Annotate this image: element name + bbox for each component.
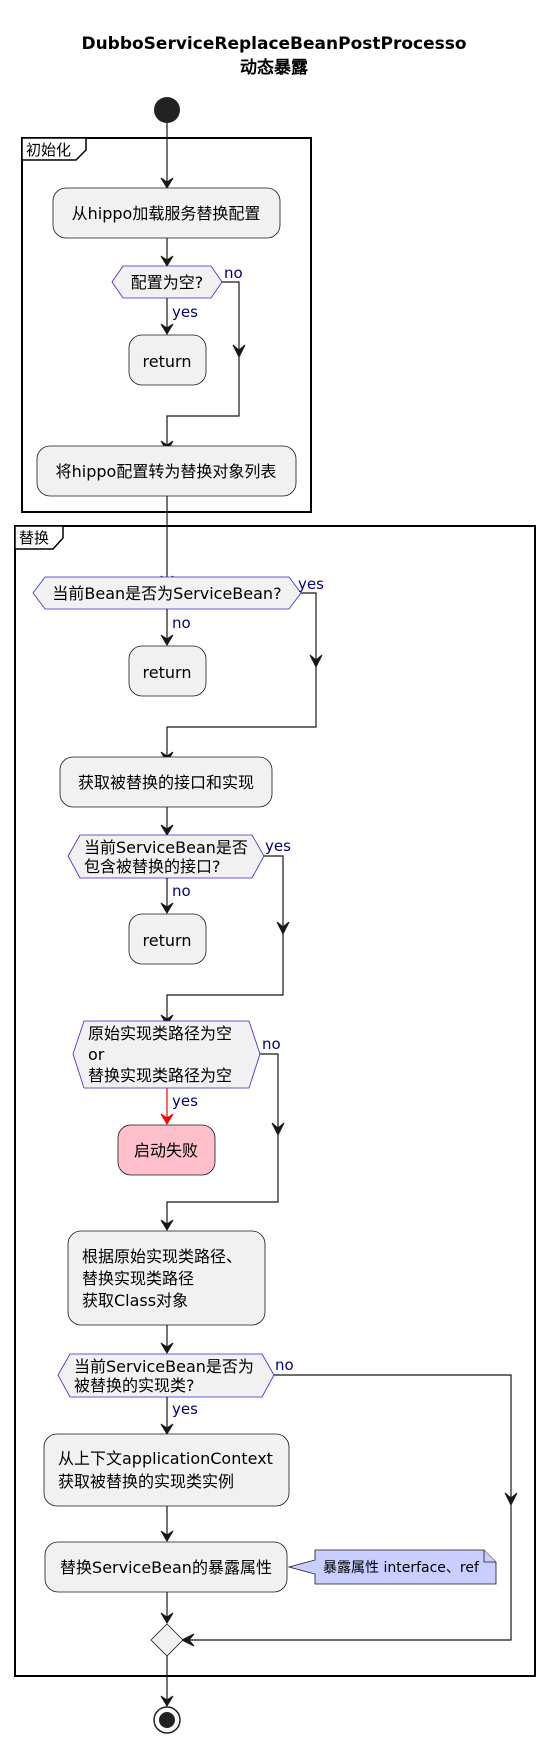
- activity-get-class-line3: 获取Class对象: [82, 1291, 188, 1310]
- decision-is-replaced-impl-line2: 被替换的实现类?: [74, 1376, 195, 1395]
- branch-label-no: no: [262, 1035, 281, 1053]
- activity-get-class-line1: 根据原始实现类路径、: [82, 1247, 242, 1266]
- branch-label-yes: yes: [265, 837, 291, 855]
- activity-return-3: [128, 913, 207, 965]
- branch-label-no: no: [224, 264, 243, 282]
- note-text: 暴露属性 interface、ref: [323, 1560, 480, 1576]
- branch-label-yes: yes: [172, 303, 198, 321]
- branch-label-no: no: [172, 882, 191, 900]
- activity-replace-attr-text: 替换ServiceBean的暴露属性: [60, 1558, 272, 1577]
- partition-init-label: 初始化: [26, 141, 71, 159]
- arrow-head: [160, 1219, 174, 1231]
- decision-contains-interface: [67, 834, 265, 879]
- arrow-head-fail: [160, 1113, 174, 1125]
- flow-line: [183, 1505, 512, 1641]
- activity-return-3-text: return: [143, 931, 192, 950]
- activity-return-1-text: return: [143, 352, 192, 371]
- activity-convert-config-text: 将hippo配置转为替换对象列表: [56, 462, 277, 481]
- arrow-head: [232, 344, 246, 359]
- branch-label-no: no: [172, 614, 191, 632]
- decision-config-empty: [111, 265, 223, 299]
- flow-line: [222, 281, 240, 352]
- flow-line: [166, 934, 284, 1020]
- partition-replace-frame: [14, 525, 536, 1677]
- arrow-head: [160, 1612, 174, 1624]
- activity-get-instance: [43, 1433, 290, 1507]
- activity-start-fail-text: 启动失败: [134, 1141, 198, 1160]
- arrow-head: [160, 902, 174, 914]
- decision-contains-interface-line2: 包含被替换的接口?: [84, 857, 221, 876]
- activity-start-fail: [117, 1124, 216, 1176]
- decision-is-replaced-impl-line1: 当前ServiceBean是否为: [74, 1357, 254, 1376]
- decision-is-service-bean-text: 当前Bean是否为ServiceBean?: [52, 584, 281, 603]
- activity-get-interface-impl-text: 获取被替换的接口和实现: [78, 773, 254, 792]
- activity-return-2: [128, 645, 207, 697]
- activity-replace-attr: [44, 1541, 288, 1593]
- activity-get-interface-impl: [59, 756, 273, 808]
- activity-load-config-text: 从hippo加载服务替换配置: [72, 204, 261, 223]
- activity-get-class-line2: 替换实现类路径: [82, 1269, 194, 1288]
- arrow-head: [160, 1530, 174, 1542]
- branch-label-yes: yes: [172, 1092, 198, 1110]
- diagram-title: DubboServiceReplaceBeanPostProcesso: [81, 34, 466, 54]
- arrow-head: [276, 921, 290, 936]
- decision-is-service-bean: [32, 576, 302, 610]
- activity-get-instance-line1: 从上下文applicationContext: [58, 1449, 273, 1468]
- flow-line: [166, 1135, 279, 1226]
- arrow-head: [160, 1423, 174, 1435]
- decision-contains-interface-line1: 当前ServiceBean是否: [84, 838, 248, 857]
- arrow-head: [309, 654, 323, 669]
- arrow-head: [160, 255, 174, 267]
- note-fold: [483, 1550, 496, 1563]
- arrow-head: [160, 1342, 174, 1354]
- activity-return-2-text: return: [143, 663, 192, 682]
- partition-init-tab: [21, 137, 87, 161]
- start-node: [154, 97, 180, 123]
- end-node-inner: [159, 1712, 175, 1728]
- branch-label-yes: yes: [298, 575, 324, 593]
- activity-get-instance-line2: 获取被替换的实现类实例: [58, 1472, 234, 1491]
- branch-label-yes: yes: [172, 1400, 198, 1418]
- activity-return-1: [128, 334, 207, 386]
- flow-line: [301, 592, 317, 662]
- flow-line: [260, 1053, 279, 1130]
- branch-label-no: no: [275, 1356, 294, 1374]
- decision-path-empty: [72, 1020, 261, 1089]
- arrow-head: [180, 1633, 195, 1647]
- arrow-head: [160, 323, 174, 335]
- decision-is-replaced-impl: [57, 1353, 275, 1398]
- diagram-subtitle: 动态暴露: [240, 57, 309, 78]
- arrow-head: [160, 1695, 174, 1707]
- flow-line: [264, 855, 284, 929]
- flow-line: [166, 357, 240, 445]
- decision-path-empty-line1: 原始实现类路径为空: [88, 1024, 232, 1043]
- decision-path-empty-line3: 替换实现类路径为空: [88, 1066, 232, 1085]
- arrow-head: [160, 634, 174, 646]
- flow-line: [274, 1374, 512, 1500]
- partition-replace-tab: [14, 525, 64, 550]
- arrow-head: [504, 1492, 518, 1507]
- arrow-head: [160, 177, 174, 189]
- arrow-head: [160, 824, 174, 836]
- decision-config-empty-text: 配置为空?: [131, 273, 204, 292]
- flow-line: [166, 667, 317, 757]
- merge-diamond: [150, 1623, 184, 1657]
- partition-replace-label: 替换: [19, 529, 49, 547]
- decision-path-empty-line2: or: [88, 1045, 105, 1064]
- arrow-head: [271, 1122, 285, 1137]
